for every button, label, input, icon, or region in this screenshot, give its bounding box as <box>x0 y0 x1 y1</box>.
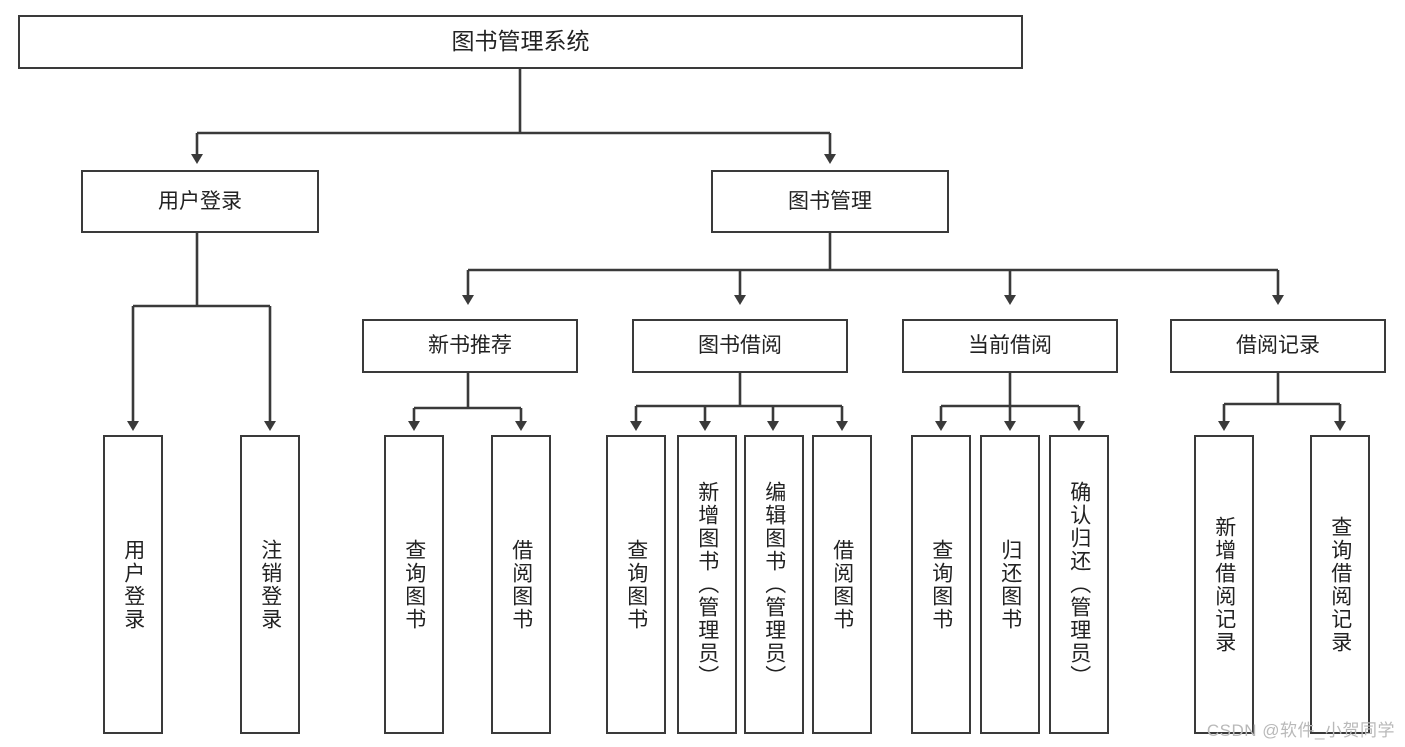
leaf-borrow-query-book[interactable]: 查询图书 <box>606 435 666 734</box>
node-label: 用户登录 <box>121 538 145 631</box>
node-new-book-recommend[interactable]: 新书推荐 <box>362 319 578 373</box>
leaf-current-query-book[interactable]: 查询图书 <box>911 435 971 734</box>
leaf-record-add-record[interactable]: 新增借阅记录 <box>1194 435 1254 734</box>
node-label: 用户登录 <box>158 189 242 213</box>
node-label: 借阅图书 <box>509 538 533 631</box>
leaf-borrow-borrow-book[interactable]: 借阅图书 <box>812 435 872 734</box>
leaf-borrow-edit-book-admin[interactable]: 编辑图书（管理员） <box>744 435 804 734</box>
node-label: 借阅记录 <box>1236 334 1320 358</box>
node-label: 查询图书 <box>929 538 953 631</box>
node-label: 注销登录 <box>258 538 282 631</box>
node-label: 图书管理 <box>788 189 872 213</box>
node-label: 当前借阅 <box>968 334 1052 358</box>
node-current-borrow[interactable]: 当前借阅 <box>902 319 1118 373</box>
node-label: 新增图书（管理员） <box>695 481 719 688</box>
node-label: 查询图书 <box>624 538 648 631</box>
node-label: 新书推荐 <box>428 334 512 358</box>
node-label: 查询图书 <box>402 538 426 631</box>
node-label: 查询借阅记录 <box>1328 515 1352 654</box>
node-user-login[interactable]: 用户登录 <box>81 170 319 233</box>
leaf-recommend-borrow-book[interactable]: 借阅图书 <box>491 435 551 734</box>
node-book-management[interactable]: 图书管理 <box>711 170 949 233</box>
node-label: 图书借阅 <box>698 334 782 358</box>
node-label: 图书管理系统 <box>451 28 590 55</box>
leaf-current-return-book[interactable]: 归还图书 <box>980 435 1040 734</box>
leaf-recommend-query-book[interactable]: 查询图书 <box>384 435 444 734</box>
node-root-system[interactable]: 图书管理系统 <box>18 15 1023 69</box>
csdn-watermark: CSDN @软件_小贺同学 <box>1206 721 1395 740</box>
leaf-user-login[interactable]: 用户登录 <box>103 435 163 734</box>
node-label: 新增借阅记录 <box>1212 515 1236 654</box>
leaf-current-confirm-return-admin[interactable]: 确认归还（管理员） <box>1049 435 1109 734</box>
node-borrow-record[interactable]: 借阅记录 <box>1170 319 1386 373</box>
node-book-borrow[interactable]: 图书借阅 <box>632 319 848 373</box>
node-label: 确认归还（管理员） <box>1067 481 1091 688</box>
leaf-user-logout[interactable]: 注销登录 <box>240 435 300 734</box>
leaf-record-query-record[interactable]: 查询借阅记录 <box>1310 435 1370 734</box>
node-label: 借阅图书 <box>830 538 854 631</box>
leaf-borrow-add-book-admin[interactable]: 新增图书（管理员） <box>677 435 737 734</box>
node-label: 编辑图书（管理员） <box>762 481 786 688</box>
node-label: 归还图书 <box>998 538 1022 631</box>
